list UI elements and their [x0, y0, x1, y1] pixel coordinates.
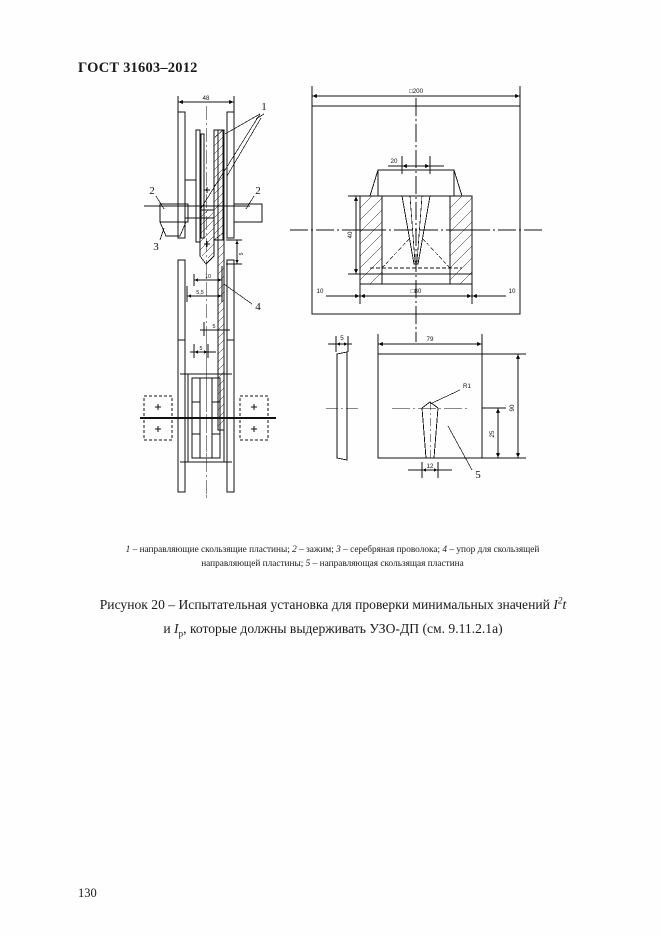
document-header: ГОСТ 31603–2012	[78, 60, 198, 76]
callout-4: 4	[255, 301, 261, 313]
caption-symbol-subscript: р	[178, 628, 184, 639]
caption-symbol-superscript: 2	[557, 595, 563, 605]
dimension-plate-thickness: 5	[340, 335, 344, 342]
dimension-top-left-edge: 10	[317, 288, 324, 295]
legend-line-2: направляющей пластины; 5 – направляющая …	[201, 559, 464, 569]
dimension-top-depth: 40	[347, 231, 354, 238]
caption-line-1: Рисунок 20 – Испытательная установка для…	[99, 595, 567, 612]
plan-section-view	[140, 339, 276, 498]
callout-5: 5	[475, 469, 481, 481]
callout-2-left: 2	[149, 185, 155, 197]
dimension-plate-radius: R1	[463, 383, 471, 390]
dimension-front-55: 5,5	[196, 290, 204, 296]
caption-text-1: Рисунок 20 – Испытательная установка для…	[99, 596, 554, 612]
sliding-plate-view	[326, 334, 526, 478]
legend-ref-2: 2	[292, 545, 297, 555]
dimension-front-width: 48	[203, 95, 210, 102]
legend-text-2b: – направляющая скользящая пластина	[310, 559, 464, 570]
dimension-plate-slot-width: 12	[427, 463, 434, 470]
legend-text-1b: – зажим;	[296, 545, 337, 555]
dimension-top-right-edge: 10	[509, 288, 516, 295]
legend-text-1d: – упор для скользящей	[447, 545, 540, 555]
legend-ref-5: 5	[305, 559, 311, 570]
technical-figure: 48 1 2 2 3 4 10 5,5 5 5 5 □200 20 40 10 …	[130, 78, 550, 528]
dimension-top-outer: □200	[409, 88, 424, 95]
figure-caption: Рисунок 20 – Испытательная установка для…	[68, 592, 598, 642]
dimension-top-inner: □80	[411, 288, 422, 295]
dimension-plate-height: 90	[509, 404, 516, 411]
legend-ref-1: 1	[125, 545, 131, 555]
caption-text-2b: , которые должны выдерживать УЗО-ДП (см.…	[183, 620, 503, 636]
legend-text-1a: – направляющие скользящие пластины;	[130, 545, 293, 555]
dimension-top-slot: 20	[391, 158, 398, 165]
figure-legend: 1 – направляющие скользящие пластины; 2 …	[70, 543, 595, 572]
dimension-front-5: 5	[213, 324, 216, 330]
legend-text-2a: направляющей пластины;	[201, 559, 306, 570]
callout-2-right: 2	[255, 185, 261, 197]
legend-line-1: 1 – направляющие скользящие пластины; 2 …	[126, 545, 540, 555]
dimension-front-5-vertical: 5	[239, 253, 245, 256]
dimension-plate-slot-height: 25	[489, 430, 496, 437]
legend-text-1c: – серебряная проволока;	[340, 545, 443, 555]
dimension-plan-5: 5	[200, 346, 203, 352]
caption-symbol-I: I	[553, 596, 558, 612]
figure-drawing-svg: 48 1 2 2 3 4 10 5,5 5 5 5 □200 20 40 10 …	[140, 86, 542, 498]
caption-line-2: и Iр, которые должны выдерживать УЗО-ДП …	[163, 620, 503, 639]
dimension-plate-width: 79	[427, 336, 434, 343]
caption-symbol-I2: I	[174, 620, 179, 636]
legend-ref-3: 3	[336, 545, 341, 555]
page-number: 130	[78, 886, 97, 900]
caption-text-2a: и	[163, 620, 175, 636]
callout-1: 1	[261, 101, 267, 113]
dimension-front-10: 10	[205, 274, 211, 280]
callout-3: 3	[153, 241, 159, 253]
front-elevation-view	[144, 96, 265, 498]
legend-ref-4: 4	[442, 545, 448, 555]
top-right-section-view	[290, 86, 542, 342]
caption-symbol-t: t	[562, 596, 567, 612]
